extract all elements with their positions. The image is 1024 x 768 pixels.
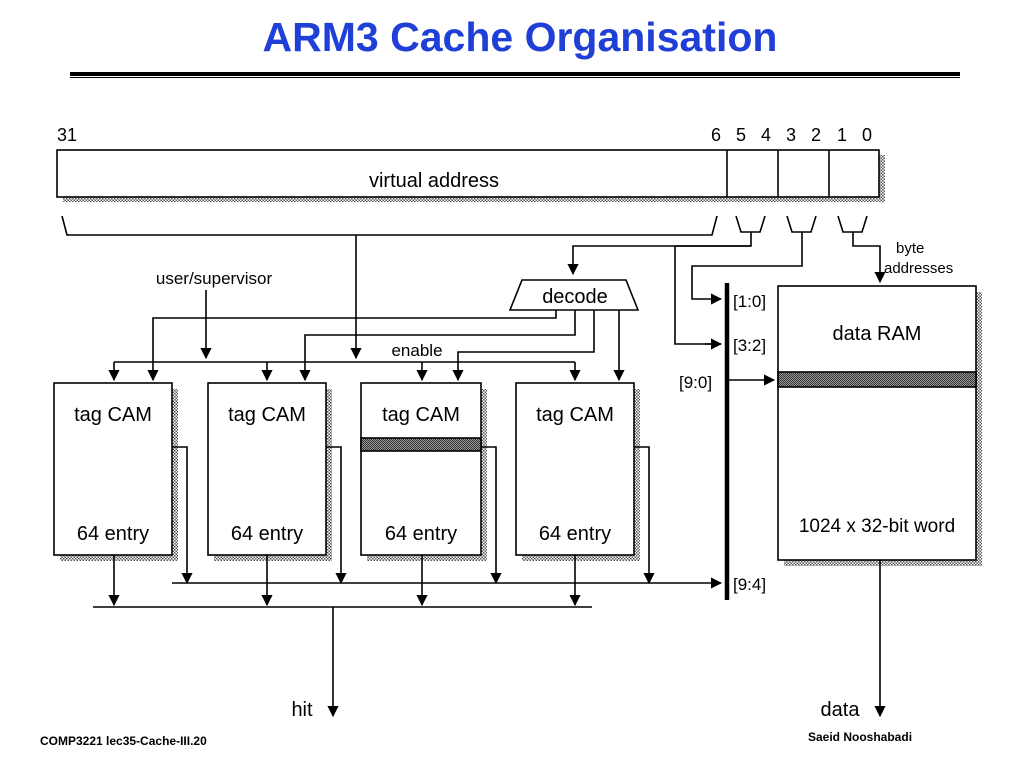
brace-bits-3-2 <box>786 215 817 233</box>
byte-label: byte <box>896 240 924 257</box>
tag-cam-1-title: tag CAM <box>74 404 152 426</box>
virtual-address-label: virtual address <box>369 170 499 192</box>
tag-cam-4-title: tag CAM <box>536 404 614 426</box>
tag-cam-2-size: 64 entry <box>231 523 303 545</box>
title-rule <box>70 72 960 76</box>
brace-high-bits <box>61 215 718 236</box>
enable-label: enable <box>391 341 442 360</box>
data-ram-title: data RAM <box>833 323 922 345</box>
tag-cam-3-selected-row <box>360 437 482 452</box>
tag-cam-1 <box>53 382 173 556</box>
tag-cam-3-title: tag CAM <box>382 404 460 426</box>
bit-4-label: 4 <box>761 125 771 145</box>
addresses-label: addresses <box>884 260 953 277</box>
tag-cam-4-size: 64 entry <box>539 523 611 545</box>
tag-cam-2-title: tag CAM <box>228 404 306 426</box>
bit-6-label: 6 <box>711 125 721 145</box>
data-ram-size: 1024 x 32-bit word <box>799 516 955 537</box>
decode-block <box>508 279 640 311</box>
user-supervisor-label: user/supervisor <box>156 269 273 288</box>
tag-cam-2 <box>207 382 327 556</box>
bit-1-label: 1 <box>837 125 847 145</box>
bus-3-2-label: [3:2] <box>733 336 766 355</box>
brace-bits-5-4 <box>735 215 766 233</box>
bus-9-0-label: [9:0] <box>679 373 712 392</box>
slide-title: ARM3 Cache Organisation <box>262 14 778 60</box>
tag-cam-3 <box>360 382 482 556</box>
tag-cam-3-size: 64 entry <box>385 523 457 545</box>
brace-bits-1-0 <box>837 215 868 233</box>
bit-31-label: 31 <box>57 125 77 145</box>
hit-label: hit <box>291 699 313 721</box>
tag-cam-1-size: 64 entry <box>77 523 149 545</box>
title-rule-thin <box>70 77 960 78</box>
bit-0-label: 0 <box>862 125 872 145</box>
bus-1-0-label: [1:0] <box>733 292 766 311</box>
bit-2-label: 2 <box>811 125 821 145</box>
decode-label: decode <box>542 286 608 308</box>
data-ram <box>777 285 977 561</box>
bit-5-label: 5 <box>736 125 746 145</box>
virtual-address-register <box>56 149 880 198</box>
footer-course-label: COMP3221 lec35-Cache-III.20 <box>40 734 207 748</box>
data-ram-selected-row <box>777 371 977 388</box>
bit-3-label: 3 <box>786 125 796 145</box>
footer-author: Saeid Nooshabadi <box>808 730 913 744</box>
bus-9-4-label: [9:4] <box>733 575 766 594</box>
tag-cam-4 <box>515 382 635 556</box>
data-output-label: data <box>821 699 861 721</box>
